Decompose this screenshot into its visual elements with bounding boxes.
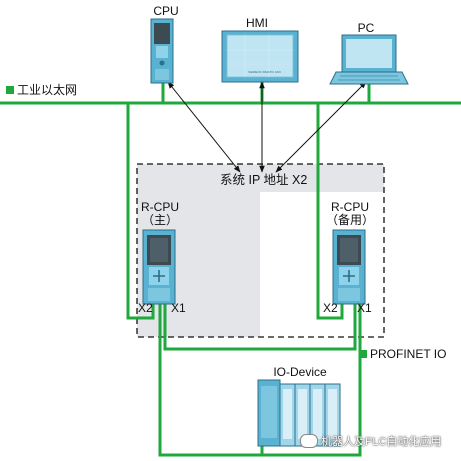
system-ip-label: 系统 IP 地址 X2 (220, 173, 308, 187)
profinet-legend-icon (359, 350, 367, 358)
x2-link-primary (126, 103, 155, 320)
hmi-caption: SIEMENS SIMATIC HMI (248, 70, 281, 74)
r-cpu-primary-role: （主） (141, 213, 179, 227)
laptop-icon (329, 34, 409, 85)
r-cpu-backup-role: （备用） (325, 213, 375, 227)
cpu-label: CPU (153, 4, 179, 18)
watermark-text: 机器人及PLC自动化应用 (321, 436, 442, 448)
r-cpu-backup-name: R-CPU (331, 200, 369, 214)
arrow-pc (275, 81, 367, 173)
io-device-icon (257, 379, 341, 447)
hmi-label: HMI (246, 16, 268, 30)
r-cpu-module-icon (332, 229, 366, 305)
cpu-module-icon (150, 18, 174, 84)
profinet-ring-outer (158, 304, 264, 457)
profinet-io-label: PROFINET IO (370, 347, 447, 361)
industrial-ethernet-legend-icon (6, 86, 14, 94)
arrow-cpu (167, 81, 241, 173)
wechat-icon (300, 434, 318, 448)
r-cpu-primary-port-x1: X1 (171, 301, 186, 315)
hmi-panel-icon (221, 30, 299, 83)
pc-label: PC (357, 21, 375, 35)
r-cpu-backup-port-x2: X2 (323, 301, 338, 315)
r-cpu-backup-port-x1: X1 (357, 301, 372, 315)
x2-link-backup (316, 103, 344, 320)
r-cpu-module-icon (142, 229, 176, 305)
watermark: 机器人及PLC自动化应用 (300, 433, 441, 449)
industrial-ethernet-label: 工业以太网 (17, 83, 78, 97)
r-cpu-primary-name: R-CPU (141, 200, 179, 214)
io-device-label: IO-Device (273, 365, 327, 379)
profinet-ring-inner (163, 304, 357, 351)
r-cpu-primary-port-x2: X2 (138, 301, 153, 315)
